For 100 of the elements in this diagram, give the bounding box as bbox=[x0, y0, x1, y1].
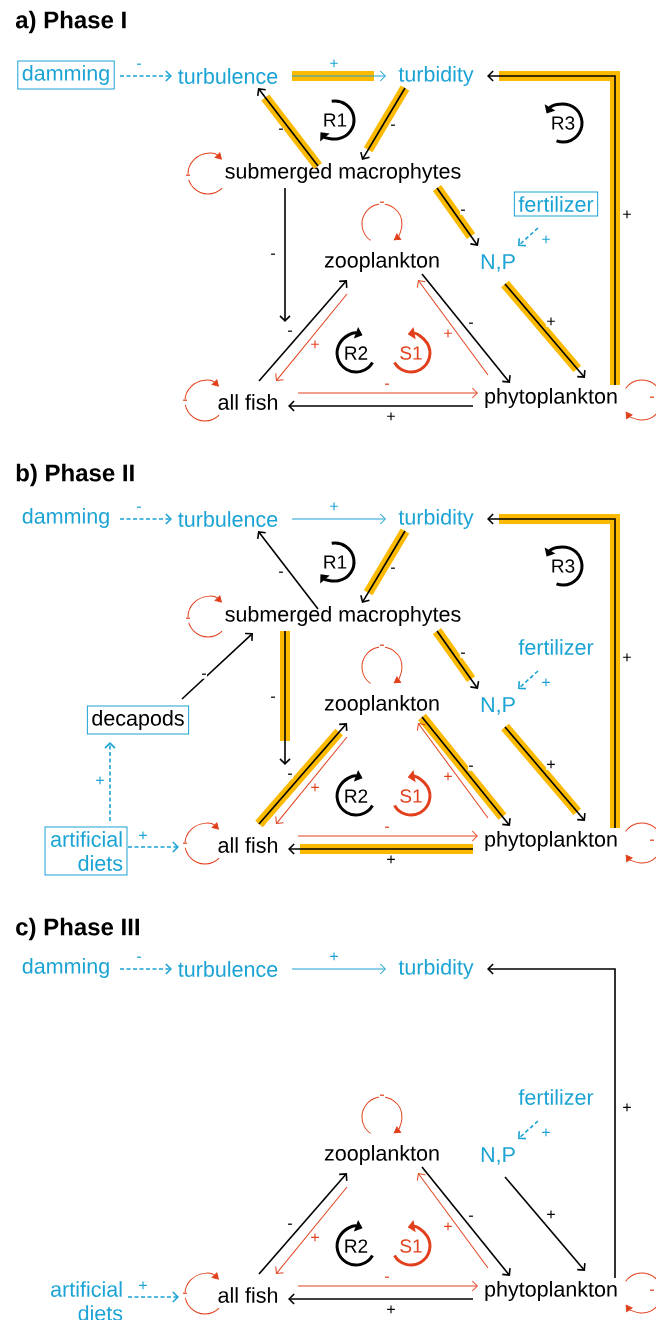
edge-label: + bbox=[138, 831, 148, 841]
variable-label: phytoplankton bbox=[485, 388, 617, 409]
arrow bbox=[258, 1173, 348, 1275]
variable-label: all fish bbox=[218, 837, 278, 853]
arrow bbox=[291, 963, 386, 975]
arrow bbox=[421, 273, 511, 383]
variable-label: submerged macrophytes bbox=[225, 606, 461, 627]
edge-label: + bbox=[310, 783, 320, 793]
variable-label: phytoplankton bbox=[485, 831, 617, 852]
variable-label: zooplankton bbox=[324, 1145, 439, 1166]
driver-box: damming bbox=[17, 60, 115, 90]
arrow bbox=[291, 513, 386, 525]
edge-label: + bbox=[443, 772, 453, 782]
edge-label: - bbox=[182, 842, 188, 848]
arrow bbox=[436, 187, 480, 246]
arrow bbox=[518, 1120, 539, 1140]
variable-label: N,P bbox=[481, 254, 515, 272]
edge-label: - bbox=[136, 506, 142, 512]
variable-label: damming bbox=[22, 508, 109, 529]
edge-label: + bbox=[310, 1233, 320, 1243]
arrow bbox=[518, 670, 539, 690]
edge-label: - bbox=[185, 174, 191, 180]
arrow bbox=[279, 187, 291, 322]
edge-label: - bbox=[136, 956, 142, 962]
variable-label: turbidity bbox=[398, 66, 474, 87]
variable-label: turbidity bbox=[398, 509, 474, 530]
arrow bbox=[518, 227, 539, 247]
arrow bbox=[187, 595, 223, 638]
edge-label: - bbox=[201, 673, 207, 679]
variable-label: all fish bbox=[218, 1287, 278, 1303]
arrow bbox=[181, 632, 253, 700]
arrow bbox=[436, 630, 480, 689]
arrow bbox=[360, 530, 406, 603]
variable-label: submerged macrophytes bbox=[225, 163, 461, 184]
arrow bbox=[288, 1293, 474, 1305]
edge-label: - bbox=[379, 201, 385, 207]
edge-label: + bbox=[622, 210, 632, 220]
edge-label: - bbox=[384, 826, 390, 832]
variable-label: phytoplankton bbox=[485, 1281, 617, 1302]
arrow bbox=[625, 1272, 656, 1314]
arrow bbox=[104, 742, 116, 822]
arrow bbox=[256, 531, 319, 610]
arrow bbox=[297, 830, 478, 842]
edge-label: + bbox=[386, 1305, 396, 1315]
variable-label: turbulence bbox=[178, 511, 278, 527]
edge-label: - bbox=[649, 839, 655, 845]
variable-label: turbulence bbox=[178, 68, 278, 84]
arrow bbox=[504, 1176, 586, 1271]
variable-label: turbidity bbox=[398, 959, 474, 980]
edge-label: - bbox=[390, 124, 396, 130]
edge-label: - bbox=[278, 128, 284, 134]
edge-label: - bbox=[460, 209, 466, 215]
arrow bbox=[416, 280, 489, 376]
variable-label: artificial diets bbox=[51, 1281, 123, 1320]
panel-heading: c) Phase III bbox=[16, 917, 139, 941]
arrow bbox=[361, 646, 403, 684]
arrow bbox=[288, 400, 474, 412]
driver-box: artificial diets bbox=[44, 826, 128, 876]
edge-label: + bbox=[622, 1103, 632, 1113]
panel-heading: b) Phase II bbox=[16, 463, 134, 487]
edge-label: - bbox=[384, 1276, 390, 1282]
edge-label: - bbox=[649, 1289, 655, 1295]
edge-label: - bbox=[649, 396, 655, 402]
driver-box: fertilizer bbox=[513, 191, 599, 217]
arrow bbox=[297, 387, 478, 399]
arrow bbox=[487, 963, 616, 1279]
variable-label: damming bbox=[22, 958, 109, 979]
variable-label: fertilizer bbox=[518, 1089, 594, 1105]
arrow bbox=[416, 1173, 489, 1269]
edge-label: + bbox=[138, 1281, 148, 1291]
arrow bbox=[119, 513, 172, 525]
arrow bbox=[288, 843, 474, 855]
edge-label: - bbox=[287, 1223, 293, 1229]
edge-label: + bbox=[443, 329, 453, 339]
arrow bbox=[119, 963, 172, 975]
edge-label: + bbox=[386, 855, 396, 865]
edge-label: - bbox=[460, 652, 466, 658]
edge-label: - bbox=[278, 571, 284, 577]
edge-label: - bbox=[270, 253, 276, 259]
variable-label: turbulence bbox=[178, 961, 278, 977]
edge-label: + bbox=[546, 1210, 556, 1220]
edge-label: + bbox=[541, 1128, 551, 1138]
arrow bbox=[275, 1186, 348, 1274]
edge-label: + bbox=[310, 340, 320, 350]
edge-label: + bbox=[546, 317, 556, 327]
panel-heading: a) Phase I bbox=[15, 10, 126, 34]
edge-label: + bbox=[386, 412, 396, 422]
arrow bbox=[184, 1272, 220, 1315]
arrow bbox=[127, 841, 179, 853]
edge-label: - bbox=[182, 1292, 188, 1298]
arrow bbox=[361, 1096, 403, 1134]
edge-label: - bbox=[185, 617, 191, 623]
arrow bbox=[256, 88, 319, 167]
edge-label: - bbox=[136, 63, 142, 69]
edge-label: - bbox=[182, 399, 188, 405]
edge-label: + bbox=[329, 59, 339, 69]
edge-label: - bbox=[379, 644, 385, 650]
driver-box: decapods bbox=[86, 705, 190, 735]
arrow bbox=[416, 723, 489, 819]
edge-label: + bbox=[546, 760, 556, 770]
